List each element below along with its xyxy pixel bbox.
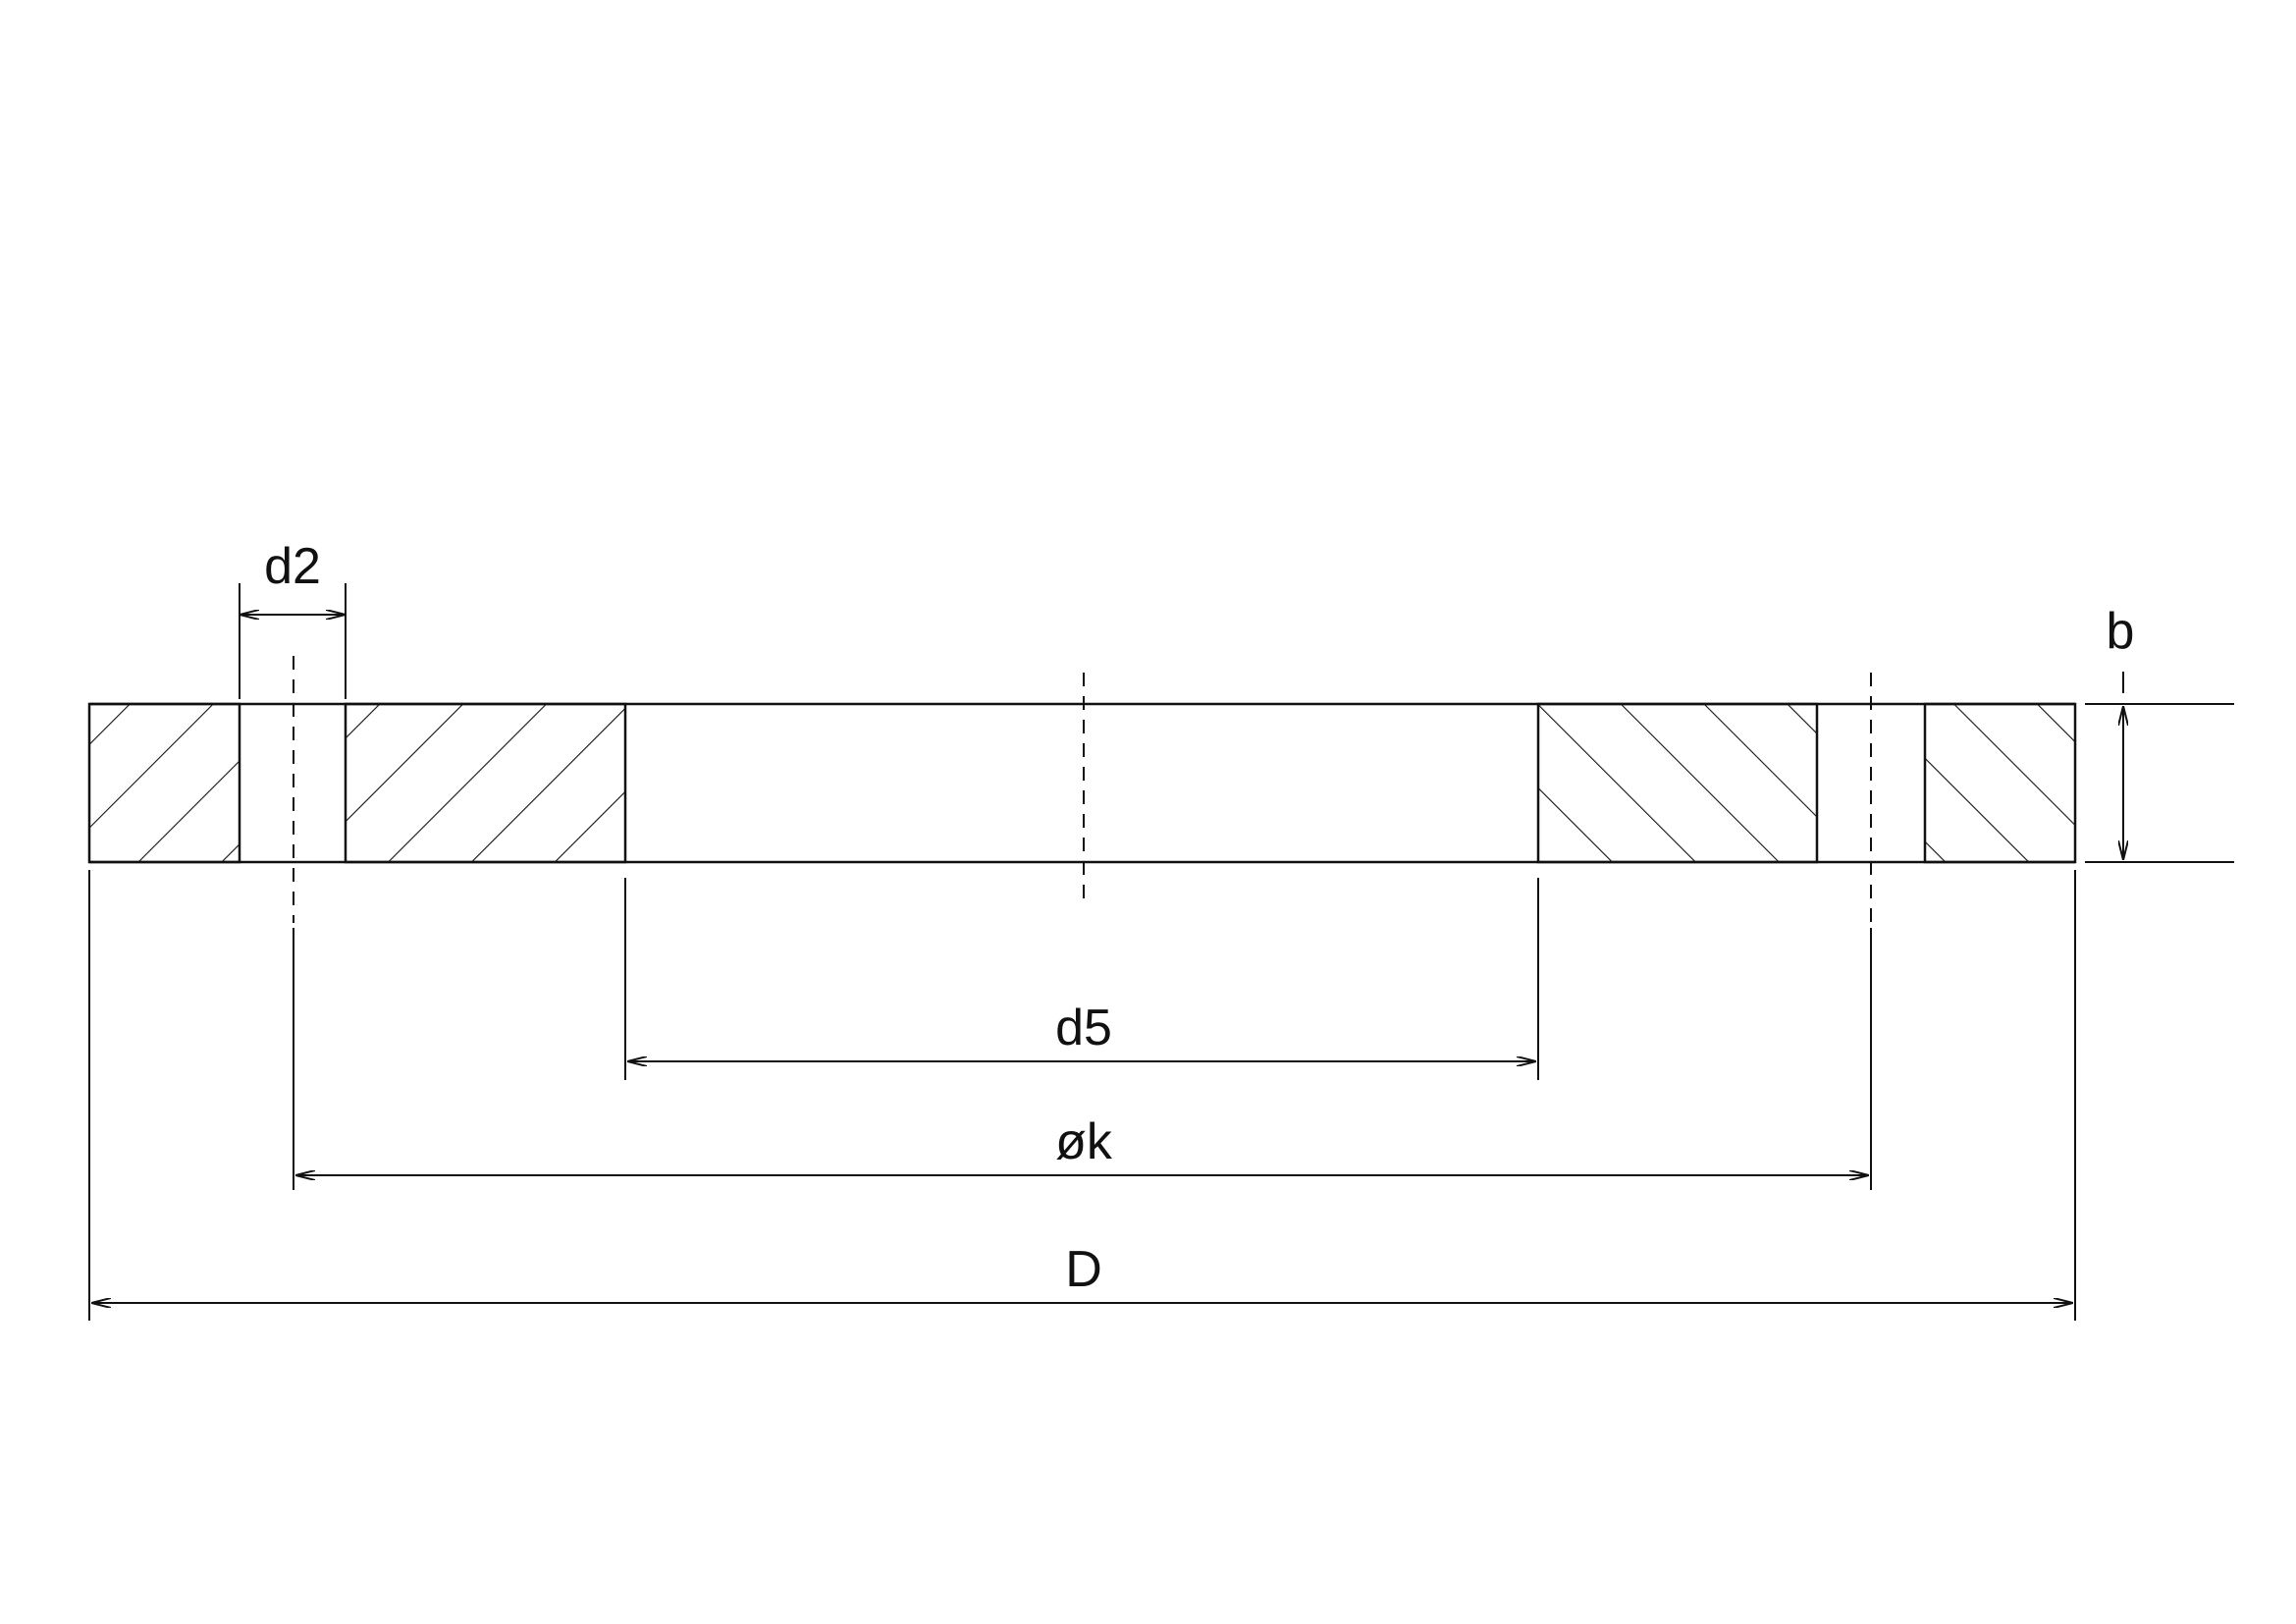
label-k: øk	[1055, 1113, 1113, 1170]
extension-lines	[88, 583, 2234, 1321]
section-left-inner	[344, 702, 627, 864]
body-outline	[89, 702, 2075, 864]
dimension-labels: d2 b d5 øk D	[264, 538, 2134, 1298]
label-d2: d2	[264, 538, 321, 595]
label-d5: d5	[1055, 1000, 1112, 1056]
section-right-outer	[1923, 702, 2077, 864]
dimension-lines	[91, 615, 2123, 1303]
hatched-sections	[87, 702, 2077, 864]
label-D: D	[1065, 1241, 1102, 1298]
section-left-outer	[87, 702, 241, 864]
section-right-inner	[1536, 702, 1819, 864]
label-b: b	[2107, 603, 2135, 660]
center-lines	[293, 656, 1872, 923]
